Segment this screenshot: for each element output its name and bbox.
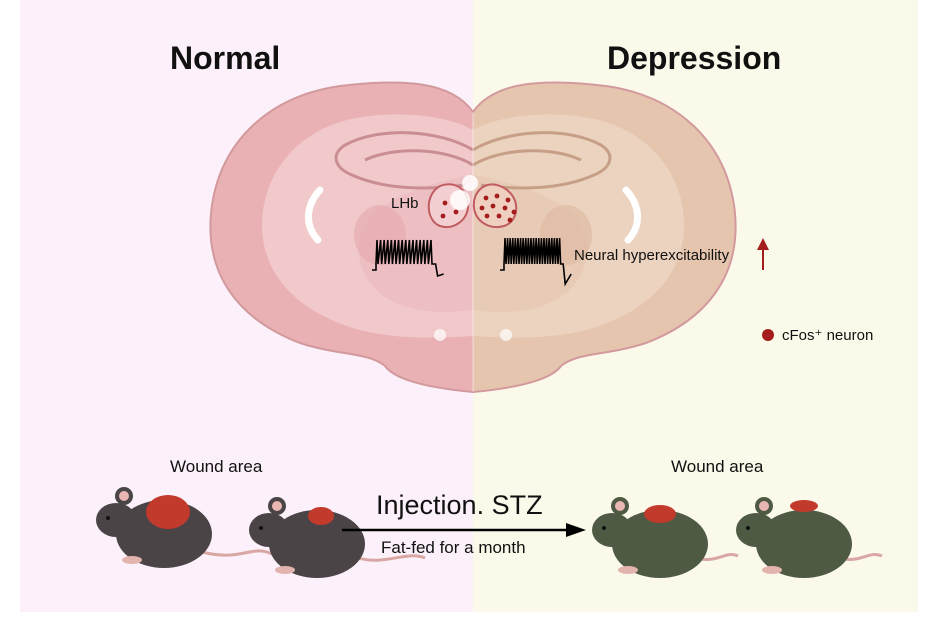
spike-trace-normal bbox=[372, 239, 444, 278]
cfos-legend-marker bbox=[762, 329, 774, 341]
mouse-depression-2 bbox=[736, 497, 883, 578]
wound-label-normal: Wound area bbox=[170, 457, 263, 476]
hyperexcitability-label: Neural hyperexcitability bbox=[574, 247, 730, 264]
mouse-normal-2 bbox=[249, 497, 426, 578]
depression-title: Depression bbox=[607, 40, 782, 76]
diet-label: Fat-fed for a month bbox=[381, 538, 526, 557]
wound-label-depression: Wound area bbox=[671, 457, 764, 476]
injection-label: Injection. STZ bbox=[376, 490, 543, 520]
mouse-depression-1 bbox=[592, 497, 739, 578]
spike-trace-depression bbox=[500, 237, 572, 287]
lhb-label: LHb bbox=[391, 195, 419, 212]
cfos-dots-left bbox=[440, 200, 459, 219]
up-arrow-icon bbox=[757, 238, 769, 270]
mouse-normal-1 bbox=[96, 487, 273, 568]
treatment-arrow bbox=[342, 523, 586, 537]
normal-title: Normal bbox=[170, 40, 281, 76]
cfos-dots-right bbox=[479, 193, 517, 223]
cfos-legend-label: cFos⁺ neuron bbox=[782, 327, 874, 344]
